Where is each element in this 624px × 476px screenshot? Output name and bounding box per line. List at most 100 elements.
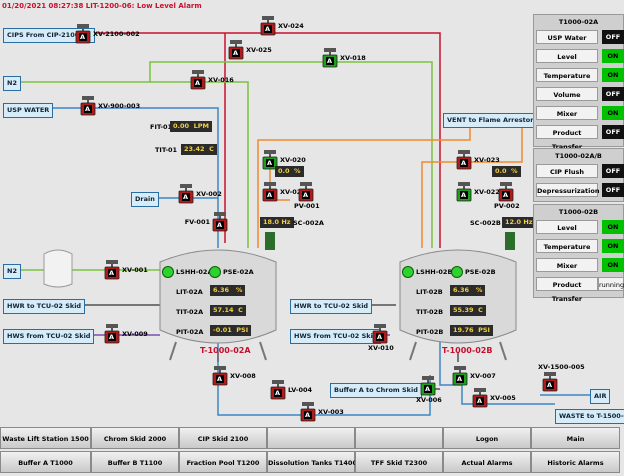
- panel-a-row-label[interactable]: Temperature: [536, 68, 598, 82]
- lit-02a-readout[interactable]: 6.36 %: [210, 285, 246, 296]
- pipe-n2-a: [150, 81, 249, 248]
- valve-xv007-icon: [452, 366, 468, 386]
- nav-button-row1-3[interactable]: [267, 427, 355, 449]
- valve-pv002-tag: PV-002: [494, 202, 520, 210]
- panel-b-row-label[interactable]: Mixer: [536, 258, 598, 272]
- nav-button-row2-4[interactable]: TFF Skid T2300: [355, 451, 443, 473]
- tank-b-name[interactable]: T-1000-02B: [442, 346, 493, 355]
- lit-02b-readout[interactable]: 6.36 %: [450, 285, 486, 296]
- tit-02a-readout[interactable]: 57.14 C: [210, 305, 246, 316]
- source-air[interactable]: AIR: [590, 389, 611, 404]
- pit-02a-readout[interactable]: -0.01 PSI: [210, 325, 252, 336]
- nav-button-row1-4[interactable]: [355, 427, 443, 449]
- nav-button-row2-6[interactable]: Historic Alarms: [531, 451, 620, 473]
- panel-a-row-status[interactable]: OFF: [602, 30, 624, 44]
- panel-b-row-status[interactable]: ON: [602, 220, 624, 234]
- nav-button-row1-5[interactable]: Logon: [443, 427, 531, 449]
- source-n2-bottom[interactable]: N2: [3, 264, 21, 279]
- lshh-02b-label: LSHH-02B: [416, 268, 453, 276]
- panel-a-row-status[interactable]: OFF: [602, 125, 624, 139]
- tit-02b-readout[interactable]: 55.39 C: [450, 305, 486, 316]
- nav-button-row2-3[interactable]: Dissolution Tanks T1400: [267, 451, 357, 473]
- panel-a-row-status[interactable]: ON: [602, 68, 624, 82]
- pv001-readout[interactable]: 0.0 %: [275, 166, 304, 177]
- source-drain[interactable]: Drain: [131, 192, 159, 207]
- nav-button-row2-0[interactable]: Buffer A T1000: [0, 451, 91, 473]
- pit-02b-readout[interactable]: 19.76 PSI: [450, 325, 493, 336]
- panel-ab-row-label[interactable]: Depressurization: [536, 183, 599, 197]
- nav-button-row1-2[interactable]: CIP Skid 2100: [179, 427, 267, 449]
- source-hwr-a[interactable]: HWR to TCU-02 Skid: [3, 299, 86, 314]
- panel-ab-row-label[interactable]: CIP Flush: [536, 164, 598, 178]
- panel-b-row-label[interactable]: Product Transfer: [536, 277, 598, 303]
- panel-b-row-status[interactable]: ON: [602, 258, 624, 272]
- source-waste[interactable]: WASTE to T-1500-04: [555, 409, 624, 424]
- panel-b-row-label[interactable]: Temperature: [536, 239, 598, 253]
- fit01-tag: FIT-01: [150, 123, 173, 131]
- nav-button-row2-1[interactable]: Buffer B T1100: [91, 451, 179, 473]
- panel-a-row-status[interactable]: OFF: [602, 87, 624, 101]
- source-hwr-b[interactable]: HWR to TCU-02 Skid: [290, 299, 373, 314]
- nav-button-row1-6[interactable]: Main: [531, 427, 620, 449]
- panel-ab-row-status[interactable]: OFF: [602, 183, 624, 197]
- valve-xv021-mode: A: [267, 191, 273, 199]
- tit01-readout[interactable]: 23.42 C: [181, 144, 217, 155]
- nav-button-row2-2[interactable]: Fraction Pool T1200: [179, 451, 267, 473]
- panel-b-row-status[interactable]: running: [598, 277, 624, 291]
- pv002-readout[interactable]: 0.0 %: [492, 166, 521, 177]
- panel-a-row-status[interactable]: ON: [602, 106, 624, 120]
- valve-lv004-mode: A: [275, 389, 281, 397]
- sc002a-readout[interactable]: 18.0 Hz: [260, 217, 294, 228]
- valve-xv002-mode: A: [183, 193, 189, 201]
- source-buffer-a[interactable]: Buffer A to Chrom Skid: [330, 383, 422, 398]
- panel-b-row-status[interactable]: ON: [602, 239, 624, 253]
- source-vent[interactable]: VENT to Flame Arrestor: [443, 113, 538, 128]
- source-hws-a[interactable]: HWS from TCU-02 Skid: [3, 329, 95, 344]
- lit-02b-value: 6.36: [453, 286, 470, 294]
- panel-a-row-label[interactable]: Volume Addition: [536, 87, 598, 113]
- fit01-readout[interactable]: 0.00 LPM: [170, 121, 212, 132]
- source-usp-water[interactable]: USP WATER: [3, 103, 54, 118]
- source-cips[interactable]: CIPS From CIP-2100-01: [3, 28, 95, 43]
- nav-button-row1-1[interactable]: Chrom Skid 2000: [91, 427, 179, 449]
- sc002b-readout[interactable]: 12.0 Hz: [502, 217, 536, 228]
- alarm-banner[interactable]: 01/20/2021 08:27:38 LIT-1200-06: Low Lev…: [2, 2, 202, 10]
- nav-button-row2-5[interactable]: Actual Alarms: [443, 451, 531, 473]
- nav-button-row1-0[interactable]: Waste Lift Station 1500: [0, 427, 91, 449]
- panel-a-row-label[interactable]: Product Transfer: [536, 125, 598, 151]
- panel-a-row-label[interactable]: USP Water: [536, 30, 598, 44]
- panel-a-row-label[interactable]: Level: [536, 49, 598, 63]
- panel-a-row-status[interactable]: ON: [602, 49, 624, 63]
- panel-b-row-label[interactable]: Level: [536, 220, 598, 234]
- source-n2-top[interactable]: N2: [3, 76, 21, 91]
- tank-a-name[interactable]: T-1000-02A: [200, 346, 251, 355]
- panel-a-row-label[interactable]: Mixer: [536, 106, 598, 120]
- source-hws-b[interactable]: HWS from TCU-02 Skid: [290, 329, 382, 344]
- tank-a-vessel: [159, 249, 277, 362]
- panel-ab-row-status[interactable]: OFF: [602, 164, 624, 178]
